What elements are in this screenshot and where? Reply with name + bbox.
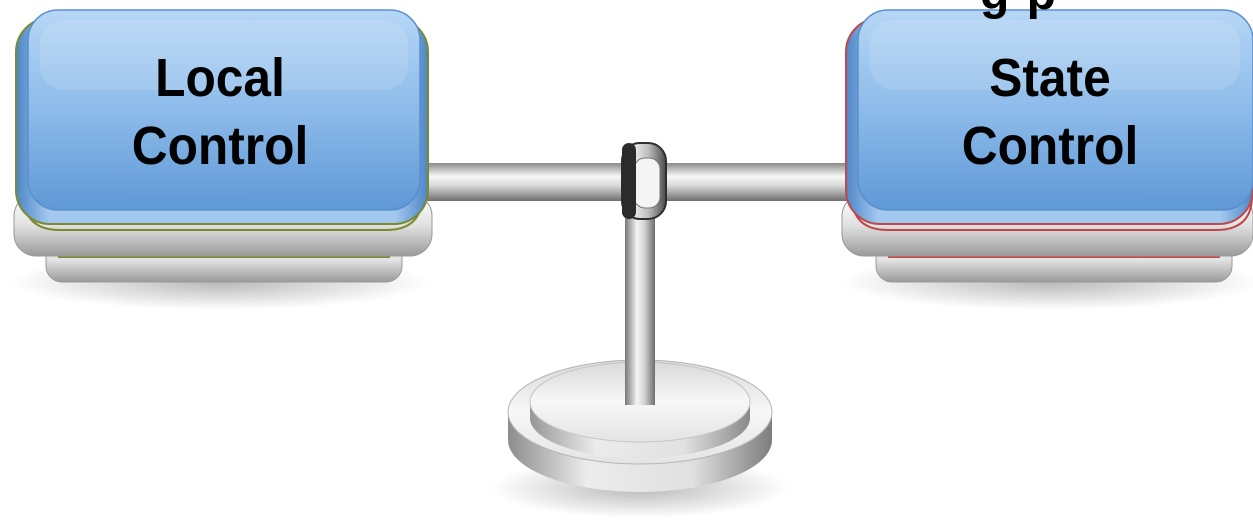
cut-off-heading: g p [980,0,1240,21]
local-control-label: Local Control [54,44,385,180]
state-control-label: State Control [884,44,1215,180]
pivot-ring [622,143,666,219]
state-control-line2: Control [884,112,1215,180]
local-control-line2: Control [54,112,385,180]
local-control-line1: Local [54,44,385,112]
state-control-line1: State [884,44,1215,112]
stand-pole [625,205,655,405]
